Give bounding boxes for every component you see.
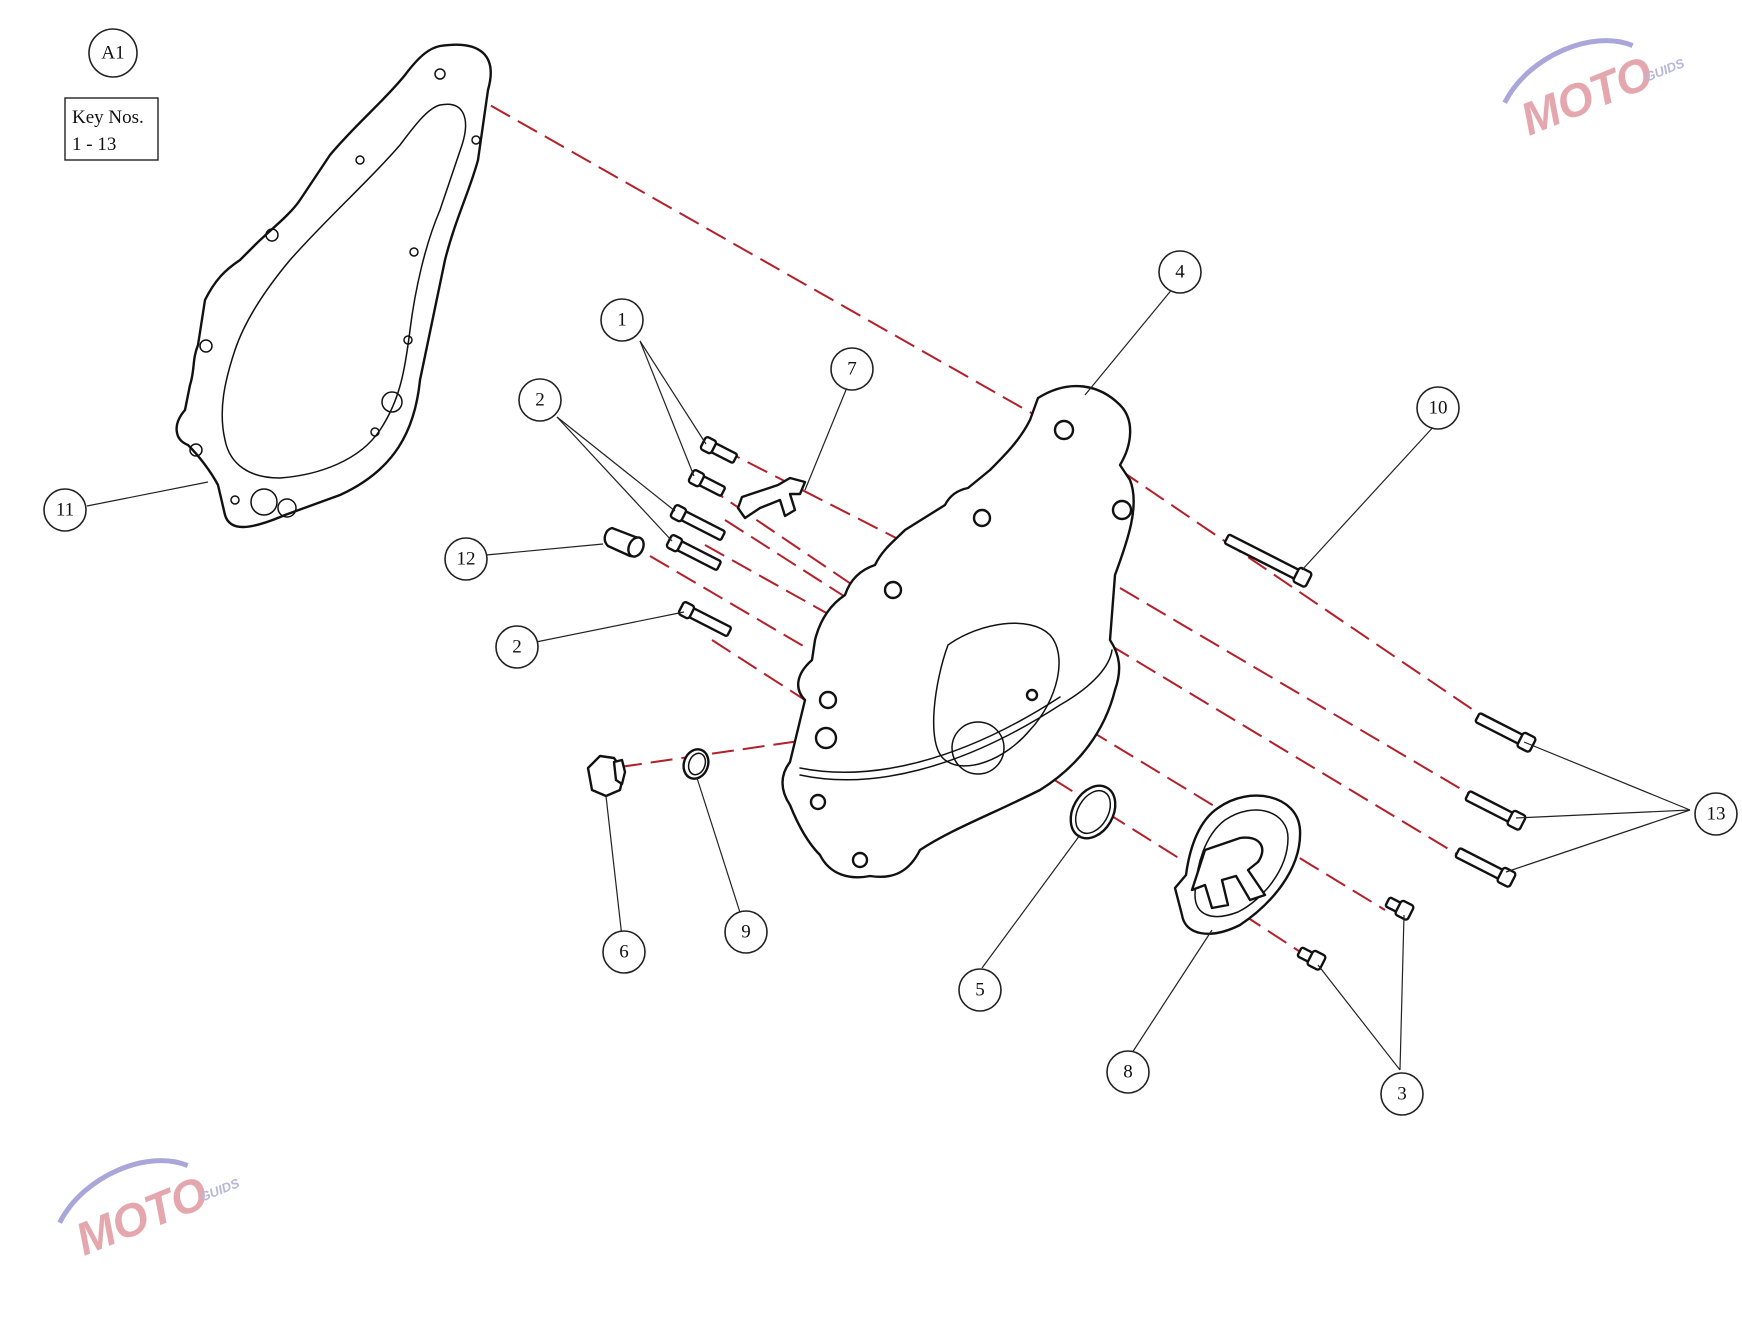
key-box: Key Nos. 1 - 13 bbox=[64, 97, 159, 161]
key-box-line1: Key Nos. bbox=[72, 107, 144, 128]
o-ring-part-5 bbox=[1069, 784, 1117, 840]
callout-13: 13 bbox=[1694, 792, 1738, 836]
bolt-part-1b bbox=[687, 469, 726, 497]
gasket-part-11 bbox=[175, 43, 492, 529]
bolt-part-2b bbox=[665, 534, 722, 571]
callout-label: 2 bbox=[535, 390, 545, 411]
callout-5: 5 bbox=[958, 968, 1002, 1012]
watermark-top-right: MOTO GUIDS bbox=[1502, 38, 1687, 146]
bolt-part-10 bbox=[1223, 533, 1313, 588]
watermark-brand: MOTO bbox=[68, 1166, 215, 1266]
callout-2b: 2 bbox=[495, 625, 539, 669]
callout-label: 3 bbox=[1397, 1084, 1407, 1105]
callout-6: 6 bbox=[602, 930, 646, 974]
callout-label: 2 bbox=[512, 637, 522, 658]
callout-label: 9 bbox=[741, 922, 751, 943]
bolt-part-13a bbox=[1474, 712, 1537, 753]
callout-11: 11 bbox=[43, 488, 87, 532]
badge-cover-part-8 bbox=[1173, 794, 1302, 935]
bolt-part-1a bbox=[699, 436, 738, 464]
callout-label: 6 bbox=[619, 942, 629, 963]
callout-label: 12 bbox=[457, 549, 476, 570]
callout-10: 10 bbox=[1416, 386, 1460, 430]
screw-part-3a bbox=[1384, 896, 1415, 921]
callout-label: 4 bbox=[1175, 262, 1185, 283]
bolt-part-2c bbox=[677, 601, 732, 637]
callout-12: 12 bbox=[444, 537, 488, 581]
callout-label: 5 bbox=[975, 980, 985, 1001]
callout-label: 7 bbox=[847, 359, 857, 380]
watermark-bottom-left: MOTO GUIDS bbox=[57, 1158, 242, 1266]
screw-part-3b bbox=[1296, 946, 1327, 971]
bolt-part-2a bbox=[669, 504, 726, 541]
bracket-part-7 bbox=[736, 476, 807, 520]
dowel-part-12 bbox=[603, 526, 645, 558]
figure-label-text: A1 bbox=[101, 43, 124, 64]
callout-label: 13 bbox=[1707, 804, 1726, 825]
callout-4: 4 bbox=[1158, 250, 1202, 294]
callout-label: 11 bbox=[56, 500, 74, 521]
figure-label: A1 bbox=[88, 28, 138, 78]
bolt-part-13b bbox=[1464, 790, 1527, 831]
cover-part-4 bbox=[781, 384, 1135, 879]
callout-3: 3 bbox=[1380, 1072, 1424, 1116]
watermark-sub: GUIDS bbox=[1643, 55, 1687, 84]
callout-2a: 2 bbox=[518, 378, 562, 422]
plug-part-6 bbox=[586, 754, 627, 798]
callout-1: 1 bbox=[600, 298, 644, 342]
callout-8: 8 bbox=[1106, 1050, 1150, 1094]
watermark-sub: GUIDS bbox=[198, 1175, 242, 1204]
callouts: 1 2 2 3 4 5 6 7 bbox=[43, 250, 1738, 1116]
bolts bbox=[665, 436, 1537, 971]
callout-9: 9 bbox=[724, 910, 768, 954]
watermark-brand: MOTO bbox=[1513, 46, 1660, 146]
key-box-line2: 1 - 13 bbox=[72, 134, 116, 155]
callout-label: 8 bbox=[1123, 1062, 1133, 1083]
callout-label: 10 bbox=[1429, 398, 1448, 419]
washer-part-9 bbox=[682, 748, 710, 780]
leader-lines bbox=[86, 281, 1691, 1071]
callout-7: 7 bbox=[830, 347, 874, 391]
callout-label: 1 bbox=[617, 310, 627, 331]
bolt-part-13c bbox=[1454, 847, 1517, 888]
